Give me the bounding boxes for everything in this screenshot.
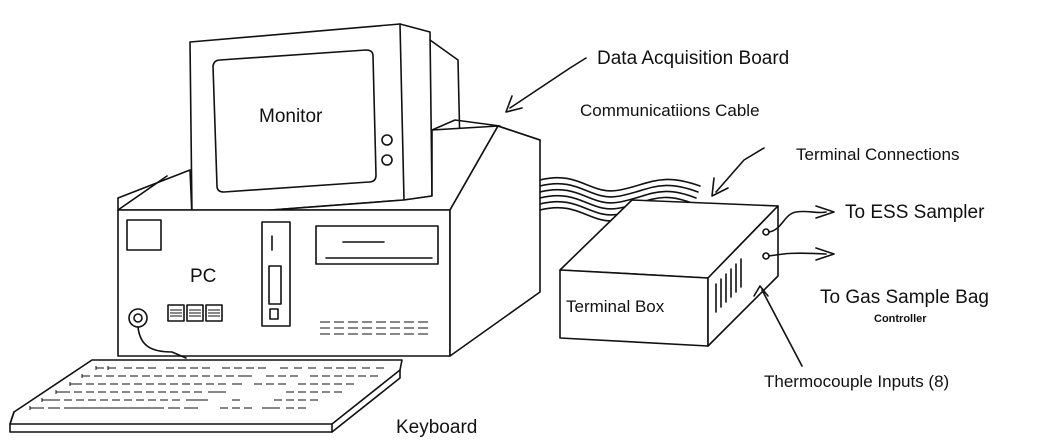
- gas-bag-arrow-icon: [815, 247, 835, 261]
- terminal-connections-callout-arrow: [711, 147, 765, 197]
- monitor-button-2-icon: [381, 154, 393, 166]
- to-ess-sampler-label: To ESS Sampler: [845, 202, 985, 223]
- gas-bag-line: [768, 252, 827, 257]
- to-gas-sample-bag-label: To Gas Sample Bag: [820, 287, 989, 308]
- keyboard-cable: [137, 326, 187, 359]
- thermocouple-inputs-label: Thermocouple Inputs (8): [764, 372, 950, 391]
- pc-square-panel: [126, 219, 162, 251]
- data-acquisition-callout-arrow: [505, 57, 587, 113]
- thermocouple-callout-line: [753, 285, 803, 367]
- pc-drive-bay-vertical: [261, 221, 291, 327]
- pc-label: PC: [190, 266, 217, 287]
- data-acquisition-board-label: Data Acquisition Board: [597, 48, 790, 69]
- terminal-box-illustration: [559, 199, 779, 347]
- keyboard-label: Keyboard: [396, 417, 478, 438]
- monitor-label: Monitor: [259, 106, 323, 127]
- pc-floppy-drive: [315, 225, 439, 265]
- thermocouple-slots: [715, 258, 742, 313]
- monitor-illustration: [189, 23, 461, 217]
- ess-sampler-arrow-icon: [815, 205, 835, 219]
- terminal-box-label: Terminal Box: [566, 297, 665, 316]
- monitor-button-1-icon: [381, 134, 393, 146]
- keyboard-illustration: [9, 359, 403, 433]
- pc-vents: [320, 321, 428, 335]
- controller-label: Controller: [874, 313, 927, 325]
- pc-case-illustration: [117, 119, 541, 357]
- communications-cable-label: Communicatiions Cable: [580, 101, 760, 120]
- terminal-connections-label: Terminal Connections: [796, 145, 960, 164]
- pc-indicator-boxes: [167, 304, 223, 322]
- ess-sampler-line: [768, 210, 827, 233]
